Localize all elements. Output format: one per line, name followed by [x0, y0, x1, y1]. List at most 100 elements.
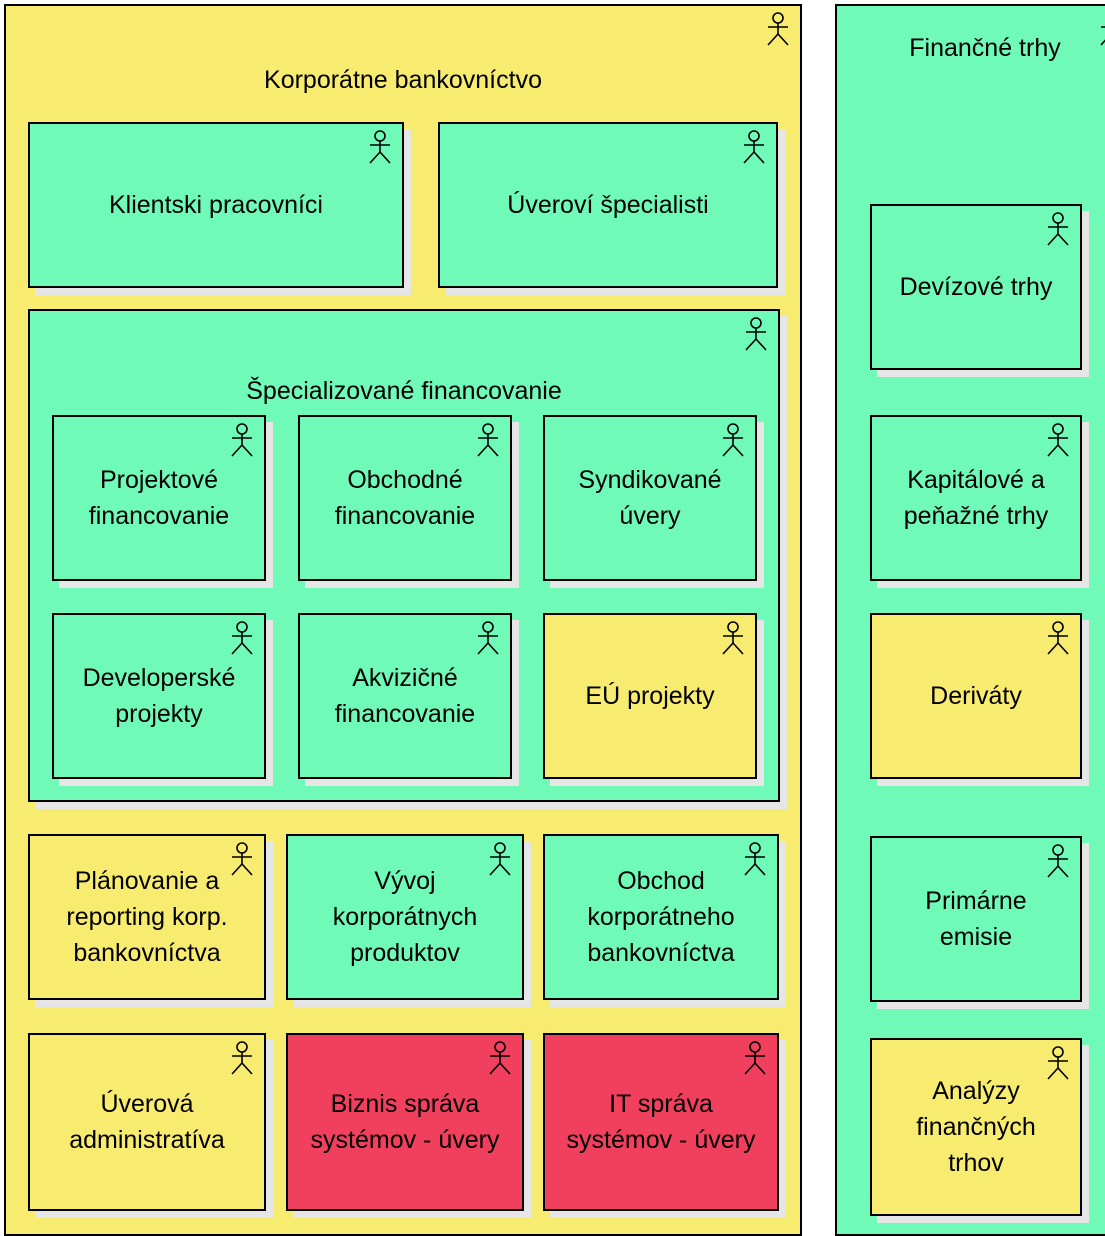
label-line: Primárne: [925, 887, 1027, 915]
actor-icon: [488, 842, 512, 876]
actor-icon: [743, 842, 767, 876]
actor-developerske-projekty[interactable]: Developerské projekty: [52, 613, 266, 779]
actor-icon: [1046, 423, 1070, 457]
actor-derivaty[interactable]: Deriváty: [870, 613, 1082, 779]
label-line: Projektové: [99, 466, 219, 494]
actor-uverovi-specialisti[interactable]: Úveroví špecialisti: [438, 122, 778, 288]
label-line: EÚ projekty: [585, 682, 715, 710]
box-label: Projektové financovanie: [54, 462, 264, 534]
label-line: Špecializované financovanie: [246, 377, 562, 405]
actor-projektove-financovanie[interactable]: Projektové financovanie: [52, 415, 266, 581]
label-line: korporátnych: [332, 903, 478, 931]
box-label: Vývoj korporátnych produktov: [288, 863, 522, 971]
box-label: Korporátne bankovníctvo: [6, 62, 800, 98]
label-line: Obchodné: [347, 466, 463, 494]
label-line: emisie: [939, 923, 1013, 951]
label-line: systémov - úvery: [566, 1126, 756, 1154]
box-label: Kapitálové a peňažné trhy: [872, 462, 1080, 534]
label-line: bankovníctva: [587, 939, 735, 967]
actor-icon: [1046, 621, 1070, 655]
actor-icon: [721, 621, 745, 655]
actor-icon: [230, 842, 254, 876]
box-label: Úveroví špecialisti: [440, 187, 776, 223]
box-label: Plánovanie a reporting korp. bankovníctva: [30, 863, 264, 971]
actor-devizove-trhy[interactable]: Devízové trhy: [870, 204, 1082, 370]
label-line: Kapitálové a: [907, 466, 1045, 494]
box-label: Úverová administratíva: [30, 1086, 264, 1158]
label-line: Klientski pracovníci: [109, 191, 323, 219]
actor-icon: [230, 1041, 254, 1075]
box-label: Deriváty: [872, 678, 1080, 714]
actor-kapitalove-a-penazne-trhy[interactable]: Kapitálové a peňažné trhy: [870, 415, 1082, 581]
box-label: Klientski pracovníci: [30, 187, 402, 223]
label-line: Úveroví špecialisti: [507, 191, 709, 219]
box-label: Biznis správa systémov - úvery: [288, 1086, 522, 1158]
label-line: Finančné trhy: [909, 34, 1061, 62]
label-line: administratíva: [69, 1126, 225, 1154]
actor-icon: [743, 1041, 767, 1075]
actor-biznis-sprava-systemov[interactable]: Biznis správa systémov - úvery: [286, 1033, 524, 1211]
box-label: Obchod korporátneho bankovníctva: [545, 863, 777, 971]
actor-primarne-emisie[interactable]: Primárne emisie: [870, 836, 1082, 1002]
label-line: Obchod: [617, 867, 705, 895]
box-label: EÚ projekty: [545, 678, 755, 714]
actor-it-sprava-systemov[interactable]: IT správa systémov - úvery: [543, 1033, 779, 1211]
box-label: Špecializované financovanie: [30, 373, 778, 409]
box-label: Primárne emisie: [872, 883, 1080, 955]
label-line: Analýzy: [932, 1077, 1020, 1105]
label-line: bankovníctva: [73, 939, 221, 967]
actor-icon: [230, 621, 254, 655]
box-label: Finančné trhy: [837, 30, 1105, 66]
label-line: systémov - úvery: [310, 1126, 500, 1154]
box-label: Obchodné financovanie: [300, 462, 510, 534]
label-line: Devízové trhy: [899, 273, 1053, 301]
label-line: Syndikované: [578, 466, 722, 494]
actor-icon: [1046, 1046, 1070, 1080]
label-line: peňažné trhy: [903, 502, 1049, 530]
label-line: trhov: [948, 1149, 1004, 1177]
box-label: Developerské projekty: [54, 660, 264, 732]
label-line: Biznis správa: [330, 1090, 480, 1118]
actor-icon: [1046, 844, 1070, 878]
label-line: úvery: [619, 502, 681, 530]
label-line: financovanie: [334, 502, 476, 530]
label-line: produktov: [350, 939, 460, 967]
actor-klientski-pracovnici[interactable]: Klientski pracovníci: [28, 122, 404, 288]
label-line: Úverová: [100, 1090, 194, 1118]
actor-icon: [744, 317, 768, 351]
box-label: IT správa systémov - úvery: [545, 1086, 777, 1158]
box-label: Devízové trhy: [872, 269, 1080, 305]
actor-icon: [488, 1041, 512, 1075]
box-label: Syndikované úvery: [545, 462, 755, 534]
actor-uverova-administrativa[interactable]: Úverová administratíva: [28, 1033, 266, 1211]
label-line: korporátneho: [587, 903, 735, 931]
actor-planovanie-a-reporting[interactable]: Plánovanie a reporting korp. bankovníctva: [28, 834, 266, 1000]
actor-obchodne-financovanie[interactable]: Obchodné financovanie: [298, 415, 512, 581]
label-line: Plánovanie a: [74, 867, 220, 895]
label-line: Akvizičné: [352, 664, 458, 692]
actor-icon: [368, 130, 392, 164]
label-line: Korporátne bankovníctvo: [264, 66, 542, 94]
label-line: financovanie: [88, 502, 230, 530]
label-line: IT správa: [609, 1090, 713, 1118]
actor-vyvoj-korporatnych-produktov[interactable]: Vývoj korporátnych produktov: [286, 834, 524, 1000]
actor-syndikovane-uvery[interactable]: Syndikované úvery: [543, 415, 757, 581]
actor-icon: [476, 423, 500, 457]
actor-icon: [1099, 12, 1105, 46]
actor-icon: [476, 621, 500, 655]
actor-eu-projekty[interactable]: EÚ projekty: [543, 613, 757, 779]
actor-icon: [230, 423, 254, 457]
actor-icon: [1046, 212, 1070, 246]
actor-icon: [766, 12, 790, 46]
label-line: reporting korp.: [66, 903, 228, 931]
actor-obchod-korporatneho-bankovnictva[interactable]: Obchod korporátneho bankovníctva: [543, 834, 779, 1000]
label-line: Vývoj: [374, 867, 436, 895]
label-line: Developerské: [82, 664, 236, 692]
actor-icon: [742, 130, 766, 164]
actor-icon: [721, 423, 745, 457]
label-line: projekty: [115, 700, 203, 728]
